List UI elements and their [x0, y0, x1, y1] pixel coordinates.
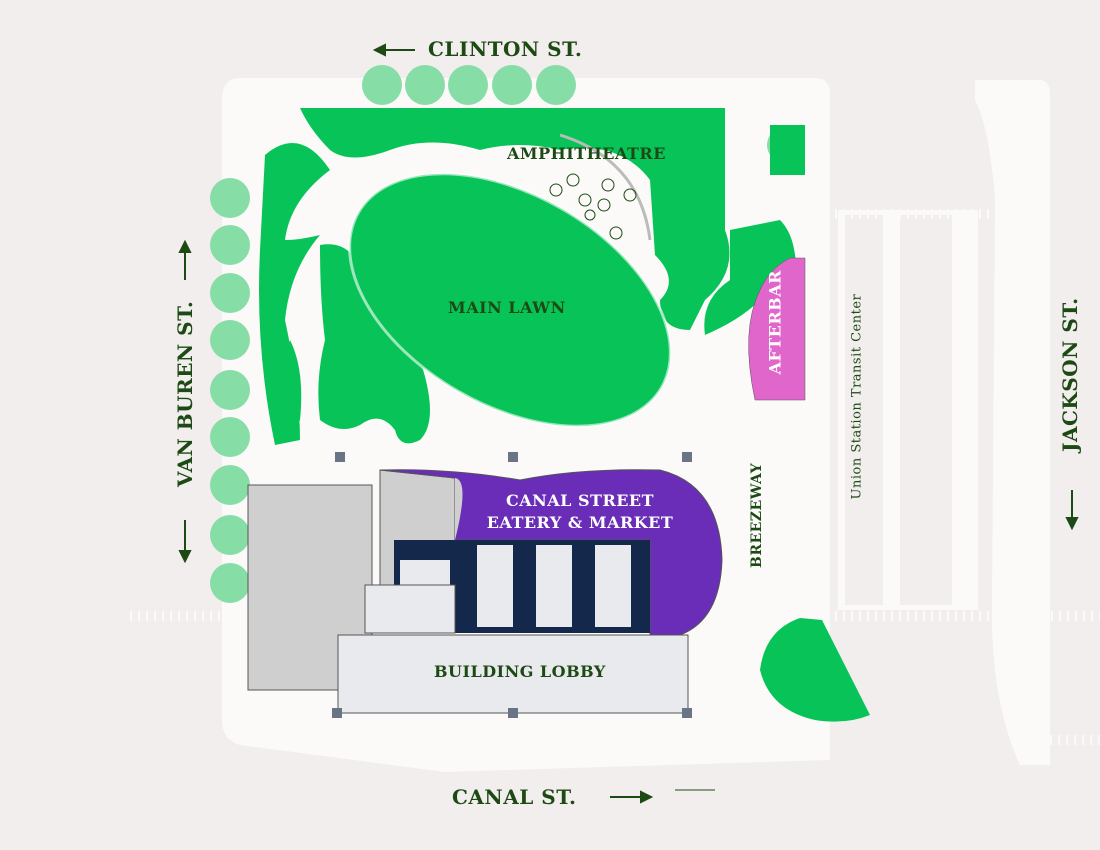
- trees: [210, 65, 803, 603]
- canal-st-label: CANAL ST.: [452, 785, 577, 809]
- breezeway-garden: [760, 618, 870, 722]
- main-lawn-label: MAIN LAWN: [448, 298, 566, 317]
- transit-platform: [845, 215, 883, 605]
- afterbar-label: AFTERBAR: [765, 270, 785, 375]
- afterbar-area: [748, 257, 806, 401]
- park-green: [259, 108, 870, 722]
- crosswalks: [130, 209, 1100, 745]
- main-lawn: [349, 173, 671, 427]
- columns: [332, 452, 692, 718]
- transit-center-label: Union Station Transit Center: [849, 293, 865, 500]
- amphitheatre-seating: [559, 133, 652, 241]
- amphitheatre-label: AMPHITHEATRE: [507, 144, 666, 163]
- jackson-st-label: JACKSON ST.: [1058, 297, 1082, 452]
- transit-platform: [900, 215, 952, 605]
- clinton-st-label: CLINTON ST.: [428, 37, 583, 61]
- eatery-label-line1: CANAL STREET: [505, 491, 655, 510]
- eatery-label: CANAL STREET EATERY & MARKET: [470, 490, 690, 534]
- eatery-area: [379, 469, 723, 636]
- eatery-label-line2: EATERY & MARKET: [486, 513, 674, 532]
- building-lobby-label: BUILDING LOBBY: [434, 662, 606, 681]
- jackson-road: [975, 80, 1050, 765]
- direction-arrows: [178, 43, 1079, 804]
- breezeway-label: BREEZEWAY: [749, 462, 765, 568]
- amphitheatre-tables: [549, 173, 637, 240]
- van-buren-st-label: VAN BUREN ST.: [173, 300, 197, 487]
